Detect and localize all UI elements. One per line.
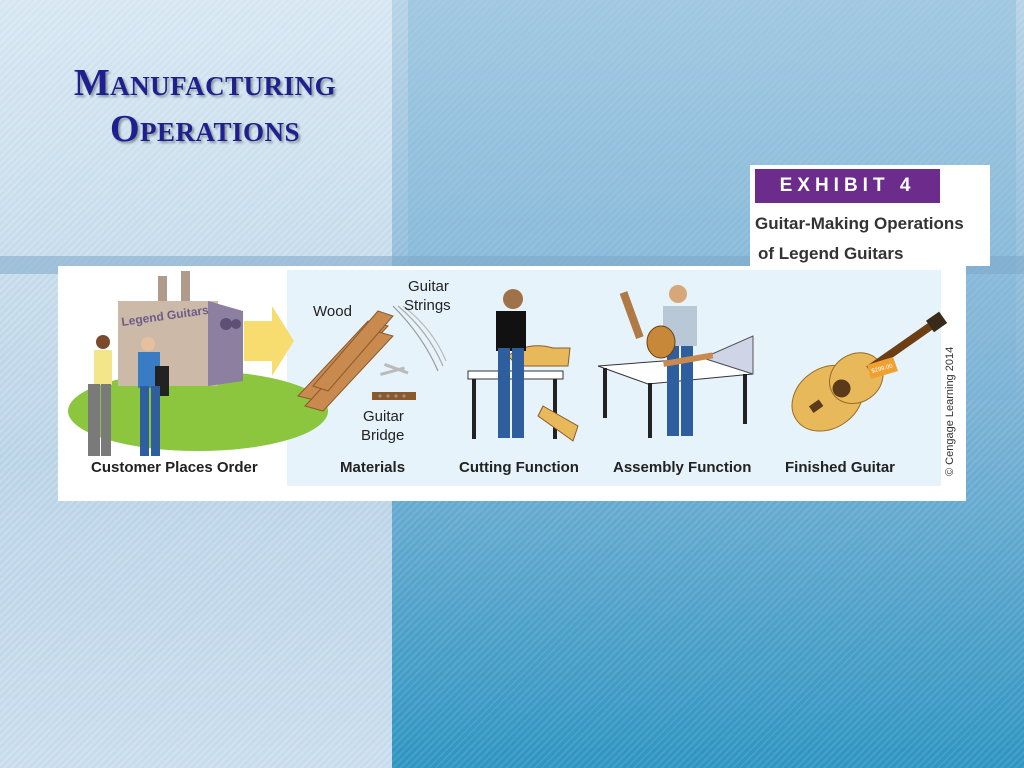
slide-title: Manufacturing Operations	[40, 60, 370, 152]
caption-finished-guitar: Finished Guitar	[785, 459, 896, 476]
label-wood: Wood	[313, 303, 352, 320]
exhibit-subtitle-line-1: Guitar-Making Operations	[755, 214, 964, 233]
caption-materials: Materials	[340, 459, 406, 476]
exhibit-box: EXHIBIT 4 Guitar-Making Operations of Le…	[750, 165, 990, 266]
exhibit-subtitle: Guitar-Making Operations of Legend Guita…	[755, 209, 987, 269]
guitar-process-diagram: Legend Guitars Wood Guitar Strings	[58, 266, 966, 501]
caption-customer-places-order: Customer Places Order	[91, 459, 258, 476]
caption-cutting-function: Cutting Function	[459, 459, 579, 476]
guitar-strings-illustration	[392, 305, 447, 372]
label-guitar-strings-2: Strings	[404, 297, 451, 314]
title-line-1: Manufacturing	[73, 62, 337, 104]
label-guitar-bridge-2: Bridge	[361, 427, 405, 444]
label-guitar-bridge-1: Guitar	[363, 408, 404, 425]
exhibit-badge: EXHIBIT 4	[755, 169, 940, 203]
caption-assembly-function: Assembly Function	[613, 459, 752, 476]
finished-guitar-illustration: $299.00	[791, 311, 948, 432]
exhibit-subtitle-line-2: of Legend Guitars	[758, 244, 904, 263]
wood-planks-illustration	[297, 310, 394, 412]
price-tag: $299.00	[871, 363, 894, 375]
assembly-worker-illustration	[597, 285, 754, 438]
label-guitar-strings-1: Guitar	[408, 278, 449, 295]
copyright-notice: © Cengage Learning 2014	[944, 346, 956, 476]
factory-illustration: Legend Guitars	[68, 271, 328, 456]
title-line-2: Operations	[109, 108, 301, 150]
cutting-worker-illustration	[467, 289, 579, 442]
guitar-bridge-illustration	[372, 363, 416, 400]
arrow-icon	[244, 306, 294, 376]
